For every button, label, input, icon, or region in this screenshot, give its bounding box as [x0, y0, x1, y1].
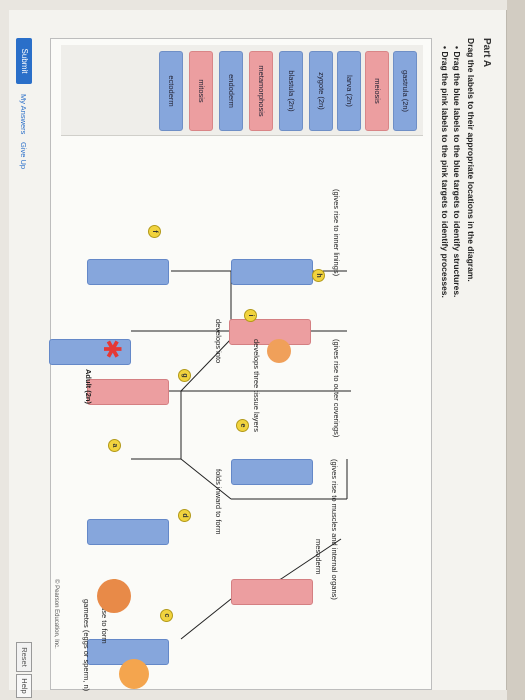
- badge-i: i: [244, 309, 257, 322]
- folds-inward-label: folds inward to form: [214, 469, 223, 535]
- gastrula-image: [267, 339, 291, 363]
- my-answers-link[interactable]: My Answers: [19, 94, 28, 135]
- target-blue-f[interactable]: [87, 259, 169, 285]
- develops-into-label: develops into: [214, 319, 223, 364]
- muscles-organs-label: (gives rise to muscles and internal orga…: [330, 459, 339, 600]
- drag-drop-diagram: gastrula (2n) meiosis larva (2n) zygote …: [49, 38, 432, 692]
- adult-label: Adult (2n): [84, 369, 93, 404]
- gametes-label: gametes (eggs or sperm, n): [82, 599, 91, 692]
- browser-edge: [507, 0, 525, 700]
- target-blue-a[interactable]: [231, 259, 313, 285]
- instruction-bullet-text: Drag the pink labels to the pink targets…: [440, 51, 450, 298]
- badge-e: e: [236, 419, 249, 432]
- star-icon: ✱: [98, 339, 125, 360]
- target-blue-e[interactable]: [231, 459, 313, 485]
- badge-f: f: [148, 225, 161, 238]
- instruction-bullet-text: Drag the blue labels to the blue targets…: [452, 51, 462, 298]
- target-blue-d[interactable]: [87, 519, 169, 545]
- target-pink-g[interactable]: [87, 379, 169, 405]
- outer-coverings-label: (gives rise to outer coverings): [332, 339, 341, 438]
- reset-button[interactable]: Reset: [16, 642, 32, 672]
- instructions-main: Drag the labels to their appropriate loc…: [466, 38, 476, 282]
- mesoderm-label: mesoderm: [314, 539, 323, 575]
- develops-layers-label: develops three tissue layers: [252, 339, 261, 432]
- badge-c: c: [160, 609, 173, 622]
- badge-d: d: [178, 509, 191, 522]
- inner-linings-label: (gives rise to inner linings): [332, 189, 341, 277]
- submit-button[interactable]: Submit: [16, 38, 32, 84]
- badge-a: a: [108, 439, 121, 452]
- help-button[interactable]: Help: [16, 674, 32, 698]
- badge-g: g: [178, 369, 191, 382]
- part-title: Part A: [481, 38, 492, 68]
- badge-h: h: [312, 269, 325, 282]
- instruction-bullet-blue: • Drag the blue labels to the blue targe…: [452, 46, 462, 298]
- blastula-image: [97, 579, 131, 613]
- target-pink-b[interactable]: [231, 579, 313, 605]
- question-panel: Part A Drag the labels to their appropri…: [9, 10, 507, 698]
- instruction-bullet-pink: • Drag the pink labels to the pink targe…: [440, 46, 450, 298]
- egg-cell-image: [119, 659, 149, 689]
- copyright-text: © Pearson Education, Inc.: [53, 579, 59, 649]
- give-up-link[interactable]: Give Up: [19, 142, 28, 170]
